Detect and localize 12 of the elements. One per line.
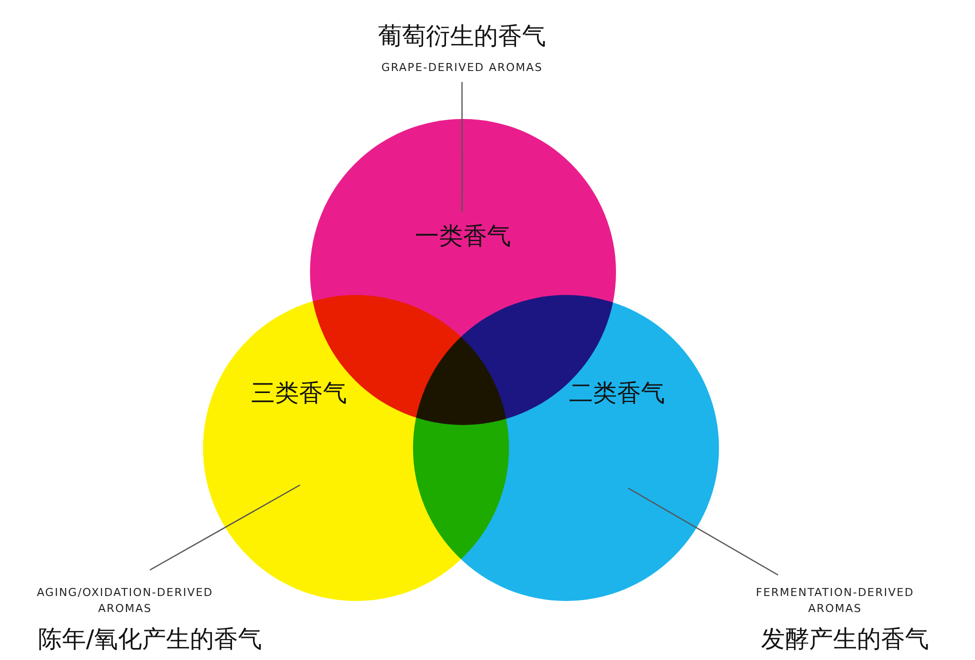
chinese-title: 发酵产生的香气 bbox=[760, 625, 930, 654]
leader-line bbox=[461, 82, 463, 212]
english-subtitle: AGING/OXIDATION-DERIVED AROMAS bbox=[36, 585, 214, 617]
english-subtitle: GRAPE-DERIVED AROMAS bbox=[380, 60, 544, 76]
chinese-title: 三类香气 bbox=[250, 379, 348, 408]
chinese-title: 葡萄衍生的香气 bbox=[377, 22, 547, 51]
chinese-title: 一类香气 bbox=[414, 222, 512, 251]
leader-line bbox=[628, 488, 778, 576]
english-subtitle: FERMENTATION-DERIVED AROMAS bbox=[754, 585, 916, 617]
chinese-title: 二类香气 bbox=[568, 379, 666, 408]
leader-line bbox=[150, 484, 300, 571]
chinese-title: 陈年/氧化产生的香气 bbox=[38, 625, 264, 654]
